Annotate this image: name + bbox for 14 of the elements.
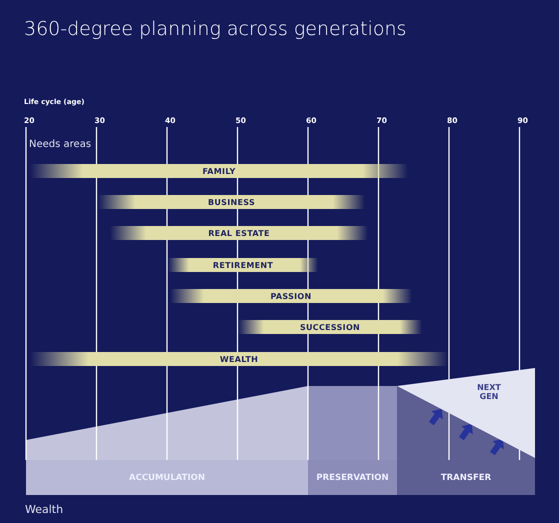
needs-bar: SUCCESSION: [238, 320, 422, 334]
needs-bar: WEALTH: [30, 352, 448, 366]
needs-bar: REAL ESTATE: [110, 226, 368, 240]
needs-bar: PASSION: [170, 289, 412, 303]
needs-bar: RETIREMENT: [168, 258, 318, 272]
phase-band: PRESERVATION: [308, 460, 397, 495]
triangle-label: NEXT GEN: [476, 383, 502, 401]
section-label: Needs areas: [29, 139, 92, 150]
title: 360-degree planning across generations: [24, 18, 406, 40]
phase-band: TRANSFER: [397, 460, 535, 495]
next-gen-triangle: [397, 368, 535, 458]
needs-bar: BUSINESS: [98, 195, 365, 209]
needs-bar: FAMILY: [30, 164, 408, 178]
section-label: Wealth: [25, 503, 64, 516]
